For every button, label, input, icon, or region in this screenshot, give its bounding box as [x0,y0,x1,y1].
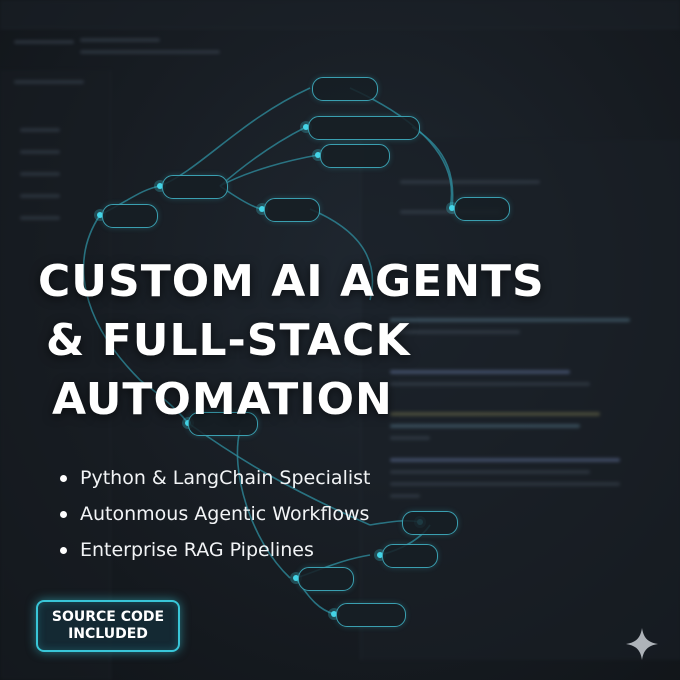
source-code-badge[interactable]: SOURCE CODE INCLUDED [36,600,180,652]
workflow-node [298,567,354,591]
feature-text: Autonmous Agentic Workflows [80,503,370,525]
badge-line1: SOURCE CODE [51,609,165,625]
workflow-node [382,544,438,568]
workflow-node [308,116,420,140]
bullet-dot-icon [60,511,67,518]
workflow-node [454,197,510,221]
bullet-dot-icon [60,475,67,482]
feature-text: Enterprise RAG Pipelines [80,539,314,561]
feature-text: Python & LangChain Specialist [80,467,371,489]
workflow-node [312,77,378,101]
badge-line2: INCLUDED [68,626,148,642]
hero-title-line3: AUTOMATION [52,374,393,425]
hero-title: CUSTOM AI AGENTS & FULL-STACK AUTOMATION [38,252,598,429]
workflow-node [402,511,458,535]
workflow-node [102,204,158,228]
feature-item: Autonmous Agentic Workflows [60,496,370,532]
workflow-node [320,144,390,168]
feature-item: Python & LangChain Specialist [60,460,370,496]
editor-code-pane [360,140,680,660]
workflow-node [162,175,228,199]
workflow-node [336,603,406,627]
editor-sidebar [0,70,111,680]
workflow-node [264,198,320,222]
feature-list: Python & LangChain Specialist Autonmous … [60,460,370,568]
hero-title-line2: & FULL-STACK [46,315,411,366]
sparkle-icon [626,628,658,660]
editor-topbar [0,0,680,29]
bullet-dot-icon [60,547,67,554]
workflow-node [188,412,258,436]
hero-title-line1: CUSTOM AI AGENTS [38,256,545,307]
feature-item: Enterprise RAG Pipelines [60,532,370,568]
